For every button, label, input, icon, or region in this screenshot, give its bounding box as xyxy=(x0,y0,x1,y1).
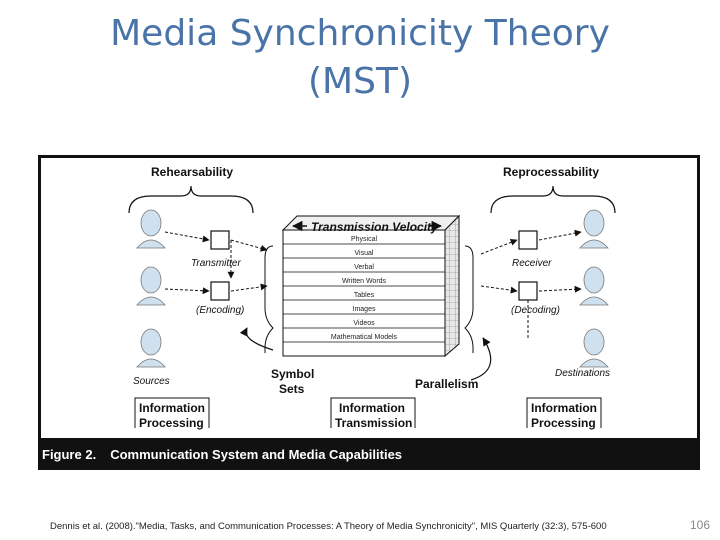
transmission-velocity-label: Transmission Velocity xyxy=(311,220,439,234)
encoding-label: (Encoding) xyxy=(196,305,244,316)
person-icon-left-top xyxy=(136,209,166,249)
symbol-row-videos: Videos xyxy=(353,320,375,327)
info-processing-right-line-2: Processing xyxy=(531,416,596,430)
symbol-set-stack xyxy=(281,214,461,358)
communication-diagram: Rehearsability Reprocessability xyxy=(128,165,616,430)
citation: Dennis et al. (2008)."Media, Tasks, and … xyxy=(50,521,607,532)
rehearsability-label: Rehearsability xyxy=(151,165,233,179)
title-line-2: (MST) xyxy=(308,61,412,102)
symbol-sets-label-line-1: Symbol xyxy=(271,367,314,381)
symbol-row-written-words: Written Words xyxy=(342,278,387,285)
title-line-1: Media Synchronicity Theory xyxy=(110,13,610,54)
info-processing-left-line-1: Information xyxy=(139,401,205,415)
person-icon-right-middle xyxy=(579,266,609,306)
rehearsability-brace xyxy=(128,185,254,214)
destinations-label: Destinations xyxy=(555,368,610,379)
info-transmission-box: Information Transmission xyxy=(330,397,416,430)
symbol-row-visual: Visual xyxy=(355,250,374,257)
page-number: 106 xyxy=(690,518,711,532)
info-processing-left-line-2: Processing xyxy=(139,416,204,430)
symbol-row-verbal: Verbal xyxy=(354,264,374,271)
person-icon-right-bottom xyxy=(579,328,609,368)
parallelism-label: Parallelism xyxy=(415,377,478,391)
symbol-row-images: Images xyxy=(353,306,376,313)
person-icon-left-bottom xyxy=(136,328,166,368)
symbol-row-physical: Physical xyxy=(351,236,378,243)
slide-title: Media Synchronicity Theory (MST) xyxy=(0,10,720,106)
transmitter-label: Transmitter xyxy=(191,258,241,269)
info-transmission-line-2: Transmission xyxy=(335,416,412,430)
reprocessability-brace xyxy=(490,185,616,214)
symbol-sets-label-line-2: Sets xyxy=(279,382,305,396)
figure-canvas: Rehearsability Reprocessability xyxy=(41,158,697,438)
figure-frame: Rehearsability Reprocessability xyxy=(38,155,700,470)
stack-right-brace xyxy=(464,245,474,353)
symbol-row-tables: Tables xyxy=(354,292,375,299)
decoder-box-top xyxy=(518,230,538,250)
figure-caption-number: Figure 2. xyxy=(42,447,97,462)
sources-label: Sources xyxy=(133,376,170,387)
info-processing-right-line-1: Information xyxy=(531,401,597,415)
info-processing-box-right: Information Processing xyxy=(526,397,602,430)
info-processing-box-left: Information Processing xyxy=(134,397,210,430)
reprocessability-label: Reprocessability xyxy=(503,165,599,179)
person-icon-right-top xyxy=(579,209,609,249)
decoding-label: (Decoding) xyxy=(511,305,560,316)
figure-caption-text: Communication System and Media Capabilit… xyxy=(110,447,403,462)
figure-caption: Figure 2. Communication System and Media … xyxy=(42,447,416,462)
info-transmission-line-1: Information xyxy=(339,401,405,415)
encoder-box-top xyxy=(210,230,230,250)
receiver-label: Receiver xyxy=(512,258,552,269)
decoder-box-bottom xyxy=(518,281,538,301)
stack-left-brace xyxy=(264,245,274,353)
encoder-box-bottom xyxy=(210,281,230,301)
person-icon-left-middle xyxy=(136,266,166,306)
symbol-row-mathematical-models: Mathematical Models xyxy=(331,334,398,341)
